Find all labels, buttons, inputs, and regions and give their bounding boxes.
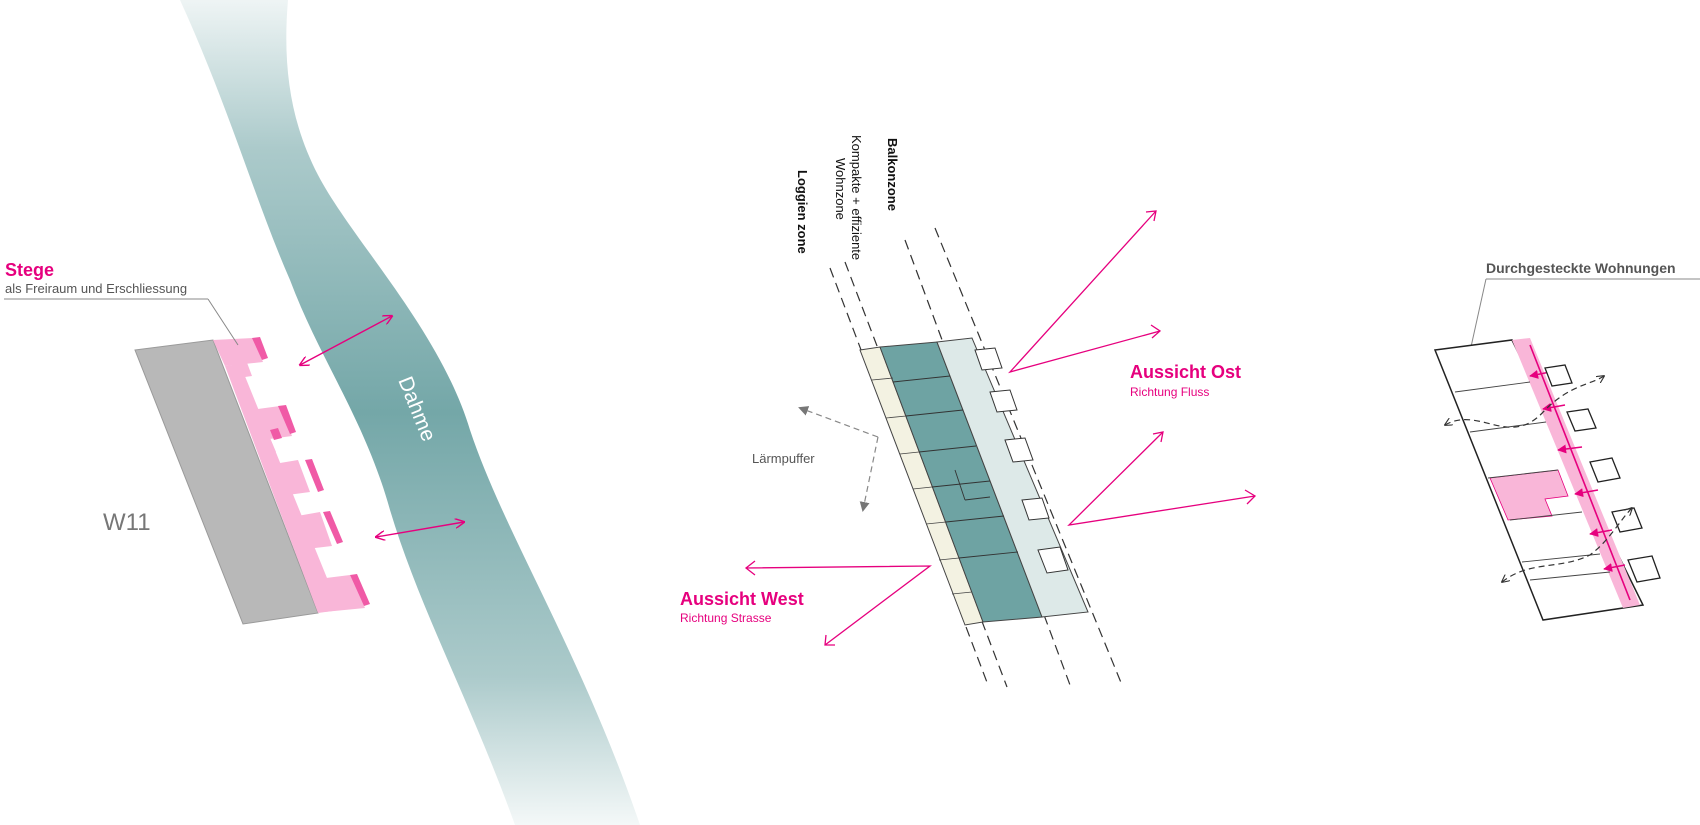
stege-accents	[252, 337, 370, 606]
aussicht-ost-head-2	[1150, 324, 1162, 339]
aussicht-west-head-1	[744, 560, 756, 576]
laermpuffer-arrow-up	[798, 406, 879, 438]
building-label-w11: W11	[103, 509, 151, 536]
stege-walkways	[213, 338, 365, 613]
river-dahme	[180, 0, 640, 825]
zone-label-wohn-line1: Kompakte + effiziente	[849, 135, 864, 260]
left-panel: Dahme W11 Stege als Freiraum und Ers	[4, 0, 640, 825]
aussicht-west-head-2	[824, 634, 835, 646]
aussicht-ost-arrows-top	[1008, 210, 1161, 374]
zone-label-wohn-line2: Wohnzone	[833, 158, 848, 220]
laermpuffer-label: Lärmpuffer	[752, 451, 815, 466]
aussicht-west-title: Aussicht West	[680, 589, 804, 609]
zone-label-balkon: Balkonzone	[885, 138, 900, 211]
balcony-notches	[974, 347, 1069, 574]
stege-subtitle: als Freiraum und Erschliessung	[5, 281, 187, 296]
aussicht-ost-head-3	[1152, 431, 1164, 443]
laermpuffer-arrow-down	[859, 436, 879, 512]
through-path-2	[1502, 508, 1632, 582]
aussicht-ost-subtitle: Richtung Fluss	[1130, 385, 1209, 399]
aussicht-ost-head-4	[1244, 489, 1257, 505]
middle-panel: Loggien zone Kompakte + effiziente Wohnz…	[680, 135, 1257, 688]
through-path-1	[1445, 376, 1604, 428]
right-panel: Durchgesteckte Wohnungen	[1433, 260, 1700, 621]
balkonzone	[936, 337, 1089, 618]
aussicht-ost-head-1	[1145, 210, 1157, 222]
wohnzone-subdivisions	[892, 375, 1019, 559]
river-connection-arrow-1	[300, 316, 392, 365]
stege-title: Stege	[5, 260, 54, 280]
aussicht-ost-title: Aussicht Ost	[1130, 362, 1241, 382]
zone-label-loggien: Loggien zone	[795, 170, 810, 254]
aussicht-ost-arrows-bottom	[1067, 431, 1256, 526]
aussicht-west-subtitle: Richtung Strasse	[680, 611, 772, 625]
durchgesteckte-title: Durchgesteckte Wohnungen	[1486, 260, 1676, 276]
river-connection-arrow-2	[376, 522, 464, 537]
loggien-subdivisions	[871, 377, 973, 595]
aussicht-west-arrows	[745, 565, 932, 646]
stege-leader-line	[207, 298, 239, 346]
